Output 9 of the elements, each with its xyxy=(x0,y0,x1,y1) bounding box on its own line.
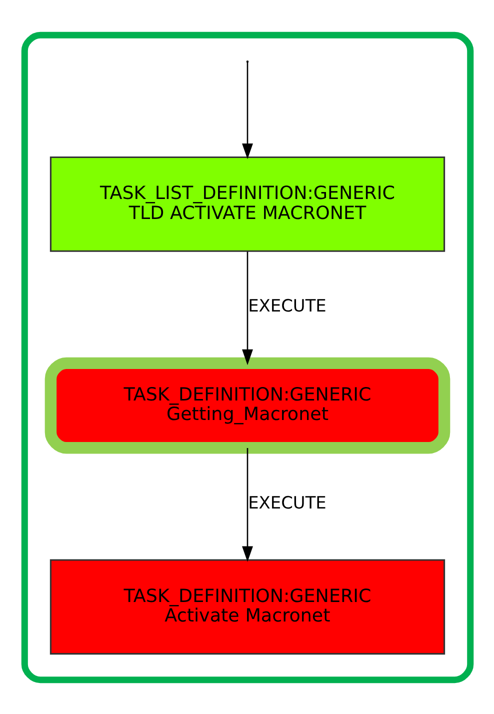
node-box: TASK_LIST_DEFINITION:GENERIC TLD ACTIVATE MACRONET xyxy=(49,156,445,252)
cluster xyxy=(20,31,474,683)
edge-label: EXECUTE xyxy=(248,295,326,316)
arrow xyxy=(242,62,252,159)
node-box: TASK_DEFINITION:GENERIC Activate Macronet xyxy=(49,558,445,654)
edge-label: EXECUTE xyxy=(248,492,326,512)
arrow xyxy=(242,251,252,365)
arrow xyxy=(242,448,252,562)
node-box: TASK_DEFINITION:GENERIC Getting_Macronet xyxy=(44,356,450,454)
